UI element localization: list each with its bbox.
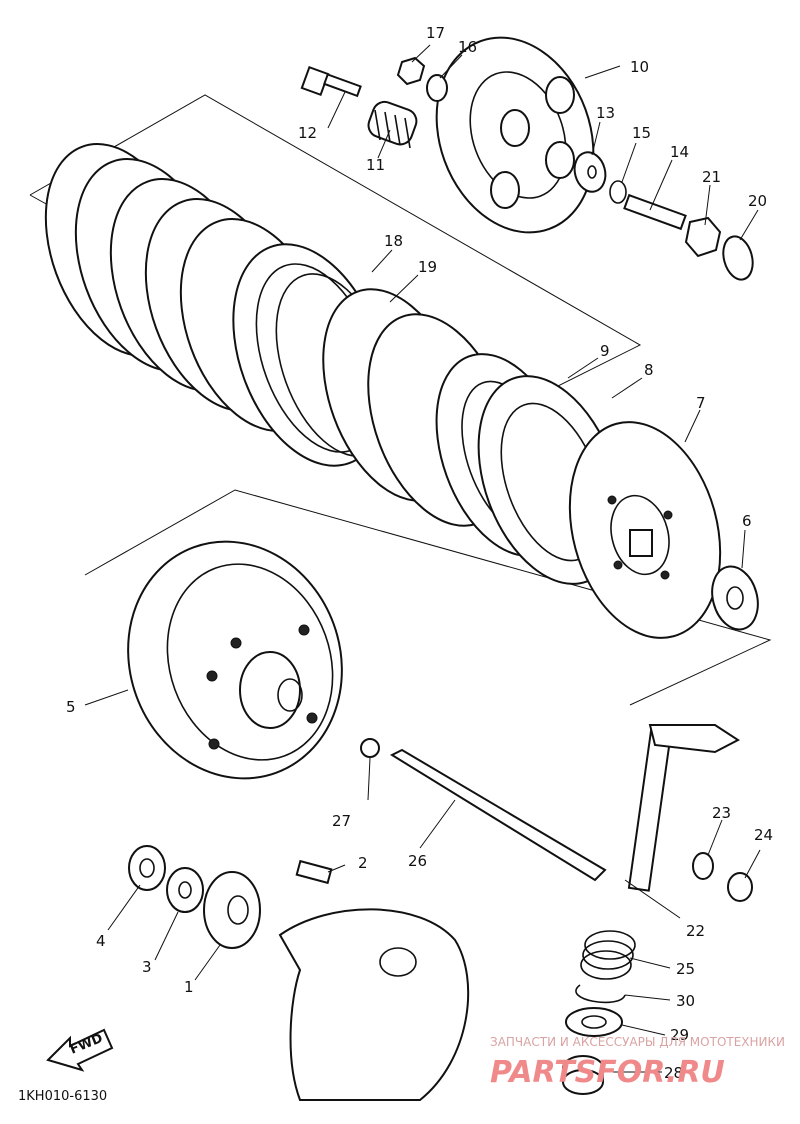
bearing-13 xyxy=(573,151,607,193)
lock-washer-6 xyxy=(711,565,759,631)
label-part-27: 27 xyxy=(332,812,351,830)
circlip-15 xyxy=(609,180,627,204)
label-part-28: 28 xyxy=(664,1064,683,1082)
label-part-19: 19 xyxy=(418,258,437,276)
label-part-8: 8 xyxy=(644,361,654,379)
label-part-12: 12 xyxy=(298,124,317,142)
bolt-12 xyxy=(300,65,362,98)
watermark-brand: PARTSFOR.RU xyxy=(490,1055,725,1090)
push-rod-26 xyxy=(389,748,607,882)
label-part-17: 17 xyxy=(426,24,445,42)
washer-16 xyxy=(426,74,448,102)
oil-seal-29 xyxy=(565,1007,623,1037)
label-part-5: 5 xyxy=(66,698,76,716)
bushing-28 xyxy=(562,1055,604,1095)
label-part-22: 22 xyxy=(686,922,705,940)
label-part-14: 14 xyxy=(670,143,689,161)
middle-group-frame xyxy=(84,489,772,706)
nut-4 xyxy=(128,845,166,891)
label-part-11: 11 xyxy=(366,156,385,174)
label-part-30: 30 xyxy=(676,992,695,1010)
watermark-tagline: ЗАПЧАСТИ И АКСЕССУАРЫ ДЛЯ МОТОТЕХНИКИ xyxy=(490,1035,785,1049)
spring-25 xyxy=(580,930,636,980)
pressure-plate-10 xyxy=(435,36,595,234)
label-part-1: 1 xyxy=(184,978,194,996)
ball-27 xyxy=(360,738,380,758)
clutch-spring-11 xyxy=(367,100,418,149)
gear-1 xyxy=(203,871,261,949)
crankcase-section xyxy=(278,908,470,1101)
label-part-23: 23 xyxy=(712,804,731,822)
lock-washer-20 xyxy=(722,235,754,281)
diagram-code: 1KH010-6130 xyxy=(18,1089,107,1104)
label-part-10: 10 xyxy=(630,58,649,76)
label-part-25: 25 xyxy=(676,960,695,978)
clutch-boss-7 xyxy=(568,421,722,639)
label-part-6: 6 xyxy=(742,512,752,530)
label-part-21: 21 xyxy=(702,168,721,186)
label-part-7: 7 xyxy=(696,394,706,412)
nut-21 xyxy=(684,216,722,258)
label-part-4: 4 xyxy=(96,932,106,950)
label-part-20: 20 xyxy=(748,192,767,210)
label-part-13: 13 xyxy=(596,104,615,122)
label-part-2: 2 xyxy=(358,854,368,872)
label-part-15: 15 xyxy=(632,124,651,142)
label-part-26: 26 xyxy=(408,852,427,870)
leader-lines xyxy=(84,44,761,1073)
key-2 xyxy=(295,859,333,885)
circlip-30 xyxy=(575,984,626,1004)
label-part-9: 9 xyxy=(600,342,610,360)
primary-driven-gear-5 xyxy=(127,540,343,780)
washer-3 xyxy=(166,867,204,913)
label-part-24: 24 xyxy=(754,826,773,844)
label-part-18: 18 xyxy=(384,232,403,250)
nut-17 xyxy=(396,56,426,86)
washer-23 xyxy=(692,852,714,880)
push-rod-14 xyxy=(623,193,687,231)
screw-24 xyxy=(727,872,753,902)
forward-arrow-icon: FWD xyxy=(46,1028,114,1072)
label-part-3: 3 xyxy=(142,958,152,976)
label-part-16: 16 xyxy=(458,38,477,56)
label-part-29: 29 xyxy=(670,1026,689,1044)
